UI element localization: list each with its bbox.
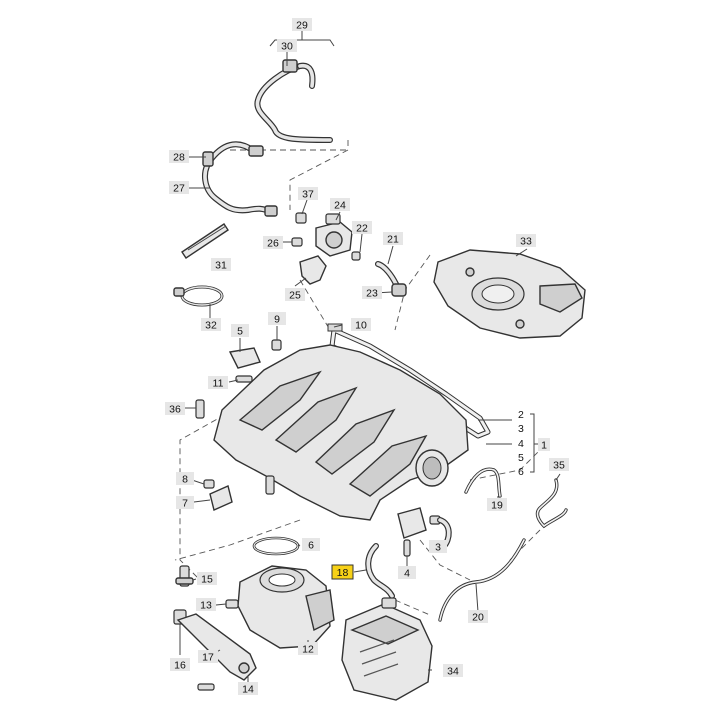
svg-text:25: 25 (289, 290, 301, 302)
threaded-stud (175, 565, 194, 587)
svg-text:21: 21 (387, 234, 399, 246)
svg-text:10: 10 (355, 320, 367, 332)
callout-29[interactable]: 29 (292, 18, 312, 32)
cable-tie-strip (181, 223, 229, 259)
intake-manifold (213, 344, 469, 521)
callout-4[interactable]: 4 (398, 566, 416, 580)
throttle-body (225, 565, 335, 649)
callout-22[interactable]: 22 (352, 221, 372, 235)
callout-31[interactable]: 31 (211, 258, 231, 272)
wire-harness-20 (438, 538, 526, 622)
svg-text:12: 12 (302, 644, 314, 656)
hose-clamp (173, 285, 224, 307)
callout-20[interactable]: 20 (468, 610, 488, 624)
svg-text:32: 32 (205, 320, 217, 332)
callout-19[interactable]: 19 (487, 498, 507, 512)
callout-15[interactable]: 15 (197, 572, 217, 586)
manifold-small-parts (195, 339, 282, 511)
svg-text:15: 15 (201, 574, 213, 586)
svg-text:17: 17 (202, 652, 214, 664)
callout-10[interactable]: 10 (351, 318, 371, 332)
svg-text:9: 9 (274, 314, 280, 326)
callout-13[interactable]: 13 (196, 598, 216, 612)
callout-24[interactable]: 24 (330, 198, 350, 212)
svg-text:33: 33 (520, 236, 532, 248)
wire-harness-35 (535, 478, 568, 529)
group-ref-2: 2 (518, 409, 524, 421)
callout-27[interactable]: 27 (169, 181, 189, 195)
valve-cover-part (433, 249, 586, 339)
callout-35[interactable]: 35 (549, 458, 569, 472)
callout-26[interactable]: 26 (263, 236, 283, 250)
svg-text:19: 19 (491, 500, 503, 512)
group-reference-bracket: 2 3 4 5 6 (478, 409, 540, 478)
callout-14[interactable]: 14 (238, 682, 258, 696)
callout-8[interactable]: 8 (176, 472, 194, 486)
o-ring-seal (252, 536, 300, 556)
air-filter-housing (341, 597, 433, 701)
callout-3[interactable]: 3 (429, 540, 447, 554)
callout-12[interactable]: 12 (298, 642, 318, 656)
callout-9[interactable]: 9 (268, 312, 286, 326)
svg-text:8: 8 (182, 474, 188, 486)
svg-text:18: 18 (337, 567, 349, 579)
svg-text:24: 24 (334, 200, 346, 212)
support-bracket (173, 609, 257, 691)
svg-text:4: 4 (404, 568, 410, 580)
svg-text:5: 5 (237, 326, 243, 338)
svg-text:11: 11 (213, 378, 224, 390)
callout-16[interactable]: 16 (170, 658, 190, 672)
svg-text:1: 1 (541, 440, 547, 452)
pressure-valve-group (291, 212, 407, 297)
svg-text:36: 36 (169, 404, 181, 416)
breather-hose-assembly (202, 59, 333, 217)
callout-6[interactable]: 6 (302, 538, 320, 552)
svg-text:7: 7 (182, 498, 188, 510)
callout-7[interactable]: 7 (176, 496, 194, 510)
callout-33[interactable]: 33 (516, 234, 536, 248)
callout-1[interactable]: 1 (538, 438, 550, 452)
callout-5[interactable]: 5 (231, 324, 249, 338)
svg-text:37: 37 (302, 189, 314, 201)
svg-text:27: 27 (173, 183, 185, 195)
callout-32[interactable]: 32 (201, 318, 221, 332)
svg-text:16: 16 (174, 660, 186, 672)
callout-37[interactable]: 37 (298, 187, 318, 201)
callout-28[interactable]: 28 (169, 150, 189, 164)
svg-text:26: 26 (267, 238, 279, 250)
svg-text:13: 13 (200, 600, 212, 612)
callout-30[interactable]: 30 (277, 39, 297, 53)
svg-text:31: 31 (215, 260, 227, 272)
group-ref-3: 3 (518, 423, 524, 435)
svg-text:6: 6 (308, 540, 314, 552)
svg-text:34: 34 (447, 666, 459, 678)
svg-text:29: 29 (296, 20, 308, 32)
callout-23[interactable]: 23 (362, 286, 382, 300)
svg-text:20: 20 (472, 612, 484, 624)
callout-18-highlighted[interactable]: 18 (331, 564, 354, 580)
solenoid-valve-group (365, 507, 452, 599)
callout-11[interactable]: 11 (208, 376, 228, 390)
group-ref-4: 4 (518, 438, 524, 450)
callout-25[interactable]: 25 (285, 288, 305, 302)
svg-text:22: 22 (356, 223, 368, 235)
callout-36[interactable]: 36 (165, 402, 185, 416)
callout-21[interactable]: 21 (383, 232, 403, 246)
svg-text:23: 23 (366, 288, 378, 300)
wire-harness-19 (464, 467, 502, 498)
callout-17[interactable]: 17 (198, 650, 218, 664)
svg-text:14: 14 (242, 684, 254, 696)
callout-labels: 29 30 28 27 31 32 37 24 26 22 21 23 25 3… (165, 18, 569, 696)
group-ref-5: 5 (518, 452, 524, 464)
callout-34[interactable]: 34 (443, 664, 463, 678)
svg-text:35: 35 (553, 460, 565, 472)
svg-text:28: 28 (173, 152, 185, 164)
svg-text:30: 30 (281, 41, 293, 53)
svg-text:3: 3 (435, 542, 441, 554)
group-ref-6: 6 (518, 466, 524, 478)
